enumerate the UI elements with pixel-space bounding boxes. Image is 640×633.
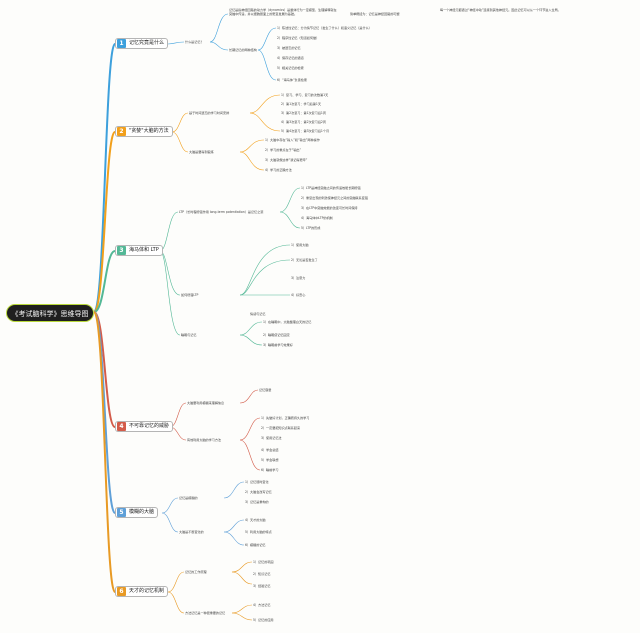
b4-item-3: 3）使用记忆法 xyxy=(261,436,282,440)
b4-item-1: 1）先做好计划，正确而持久的学习 xyxy=(261,416,310,420)
b3-sub-enhance: 如何增强LTP xyxy=(181,293,199,297)
b2-item-m3: 3）大脑就像这样“我记得更牢” xyxy=(265,158,308,162)
branch-1-number: 1 xyxy=(117,39,126,48)
branch-3-label: 海马体和 LTP xyxy=(129,247,159,253)
b6-item-2: 2）知识记忆 xyxy=(253,572,271,576)
b5-sub-fuzzy: 记忆是模糊的 xyxy=(179,496,198,500)
branch-4[interactable]: 4 不可靠记忆的威胁 xyxy=(115,421,174,432)
b1-definition: 记忆是指神经回路的动力学（dynamics）是整体行为一定模型，生理解释就在突触… xyxy=(229,8,337,16)
b1-item-1: 1）陈述性记忆：分为情节记忆（发生了什么）和语义记忆（是什么） xyxy=(277,26,372,30)
b5-sub-changing: 大脑是不断变化的 xyxy=(179,530,204,534)
b5-item-3: 3）记忆是重构的 xyxy=(245,500,269,504)
b4-item-4: 4）学会总结 xyxy=(261,448,279,452)
b3-item-n3: 3）睡眠前学习效果好 xyxy=(263,343,293,347)
b3-item-m1: 1）使用大脑 xyxy=(291,243,309,247)
root-connectors xyxy=(93,43,116,593)
root-node[interactable]: 《考试脑科学》思维导图 xyxy=(6,304,94,322)
b2-item-5: 5）第4次复习：第3次复习后1个月 xyxy=(281,129,330,133)
branch-2-number: 2 xyxy=(117,127,126,136)
b2-item-2: 2）第1次复习：学习后第1天 xyxy=(281,102,321,106)
branch-3-number: 3 xyxy=(117,246,126,255)
b1-definition-note: 每一个神经元都通过“神经冲动”连接到其他神经元。因此记忆可以从一个环节进入全局。 xyxy=(440,8,561,12)
b3-item-m3: 3）注意力 xyxy=(291,276,306,280)
b3-item-5: 5）LTP的形成 xyxy=(301,226,321,230)
branch-1-label: 记忆究竟是什么 xyxy=(129,40,165,46)
branch-5[interactable]: 5 模糊的大脑 xyxy=(115,507,159,518)
b6-sub-method-memory: 方法记忆是一种很重要的记忆 xyxy=(185,611,226,615)
b2-sub-exercise: 大脑是要得到锻炼 xyxy=(189,150,214,154)
branch-6-label: 天才的记忆机制 xyxy=(129,588,165,594)
b2-item-3: 3）第2次复习：第1次复习后1周 xyxy=(281,111,326,115)
b1-sub-what-is-memory: 什么是记忆？ xyxy=(185,40,204,44)
branch-1[interactable]: 1 记忆究竟是什么 xyxy=(115,38,169,49)
b2-item-m1: 1）大脑中存在“输入”和“输出”两种操作 xyxy=(265,138,320,142)
b4-sub-capacity: 记忆容量 xyxy=(259,388,272,392)
branch-4-number: 4 xyxy=(117,422,126,431)
b6-sub-mechanism: 记忆的工作原理 xyxy=(185,570,207,574)
b5-item-2: 2）大脑会改写记忆 xyxy=(245,490,272,494)
b2-sub-schedule: 基于时间遗忘的学习时间安排 xyxy=(189,111,230,115)
b3-item-m2: 2）无论是否发生了 xyxy=(291,258,318,262)
b1-item-2: 2）程序性记忆（知道如何做） xyxy=(277,36,320,40)
b4-sub-methods: 有效利用大脑的学习方法 xyxy=(187,438,222,442)
b2-item-4: 4）第3次复习：第2次复习后2周 xyxy=(281,120,326,124)
b5-item-6: 6）模糊的记忆 xyxy=(245,543,266,547)
b4-item-6: 6）睡前学习 xyxy=(261,468,279,472)
b3-item-n2: 2）睡眠使记忆固定 xyxy=(263,333,290,337)
branch-6-number: 6 xyxy=(117,587,126,596)
b5-item-5: 5）利用大脑的特点 xyxy=(245,530,272,534)
b4-item-5: 5）学会联想 xyxy=(261,458,279,462)
b3-item-3: 3）在LTP中突触效能的改变可长时间保持 xyxy=(301,206,358,210)
b2-item-1: 1）复习、学习、复习的次数第1天 xyxy=(281,93,329,97)
b4-sub-fuzzy: 大脑要利用模糊来理解信息 xyxy=(187,401,225,405)
b2-item-m4: 4）学习的正确方法 xyxy=(265,168,292,172)
b3-item-m4: 4）好奇心 xyxy=(291,293,306,297)
branch-2[interactable]: 2 "贪婪"大脑的方法 xyxy=(115,126,173,137)
branch-4-label: 不可靠记忆的威胁 xyxy=(129,423,170,429)
branch-6[interactable]: 6 天才的记忆机制 xyxy=(115,586,169,597)
branch-5-label: 模糊的大脑 xyxy=(129,509,155,515)
b1-sub-long-term: 长期记忆的两种结构 xyxy=(229,48,257,52)
b3-sub-ltp: LTP（长时程增强作用 long-term potentiation）是记忆之源 xyxy=(179,210,264,214)
b1-item-5: 5）相关记忆的检索 xyxy=(277,66,304,70)
b3-sub-sleep: 睡眠与记忆 xyxy=(181,333,197,337)
b3-item-1: 1）LTP是神经突触之间的传递效能长期增强 xyxy=(301,186,361,190)
b3-item-4: 4）海马体中LTP的机制 xyxy=(301,216,333,220)
sub-connectors xyxy=(159,13,301,621)
b6-item-1: 1）记忆的巩固 xyxy=(253,560,274,564)
b5-item-4: 4）天才的大脑 xyxy=(245,518,266,522)
branch-3[interactable]: 3 海马体和 LTP xyxy=(115,245,163,256)
b6-item-3: 3）经验记忆 xyxy=(253,584,271,588)
b1-definition-summary: 简单概括为：记忆是神经回路的可塑 xyxy=(350,12,400,16)
b3-sub-emotion: 情感与记忆 xyxy=(250,312,266,316)
b1-item-4: 4）保存记忆的通道 xyxy=(277,56,304,60)
branch-2-label: "贪婪"大脑的方法 xyxy=(129,128,169,134)
b1-item-3: 3）被遗忘的记忆 xyxy=(277,46,301,50)
b6-item-4: 4）方法记忆 xyxy=(253,603,271,607)
b5-item-1: 1）记忆随时变化 xyxy=(245,480,269,484)
b6-item-5: 5）记忆的应用 xyxy=(253,618,274,622)
b4-item-2: 2）一定要把知识点联系起来 xyxy=(261,426,301,430)
b2-item-m2: 2）学习的重点在于“输出” xyxy=(265,148,302,152)
branch-5-number: 5 xyxy=(117,508,126,517)
b3-item-n1: 1）在睡眠中，大脑整理白天的记忆 xyxy=(263,320,312,324)
b3-item-2: 2）重复出现的刺激使神经元之间的突触联系变强 xyxy=(301,196,368,200)
b1-item-6: 6）“海马体”负责检索 xyxy=(277,78,307,82)
